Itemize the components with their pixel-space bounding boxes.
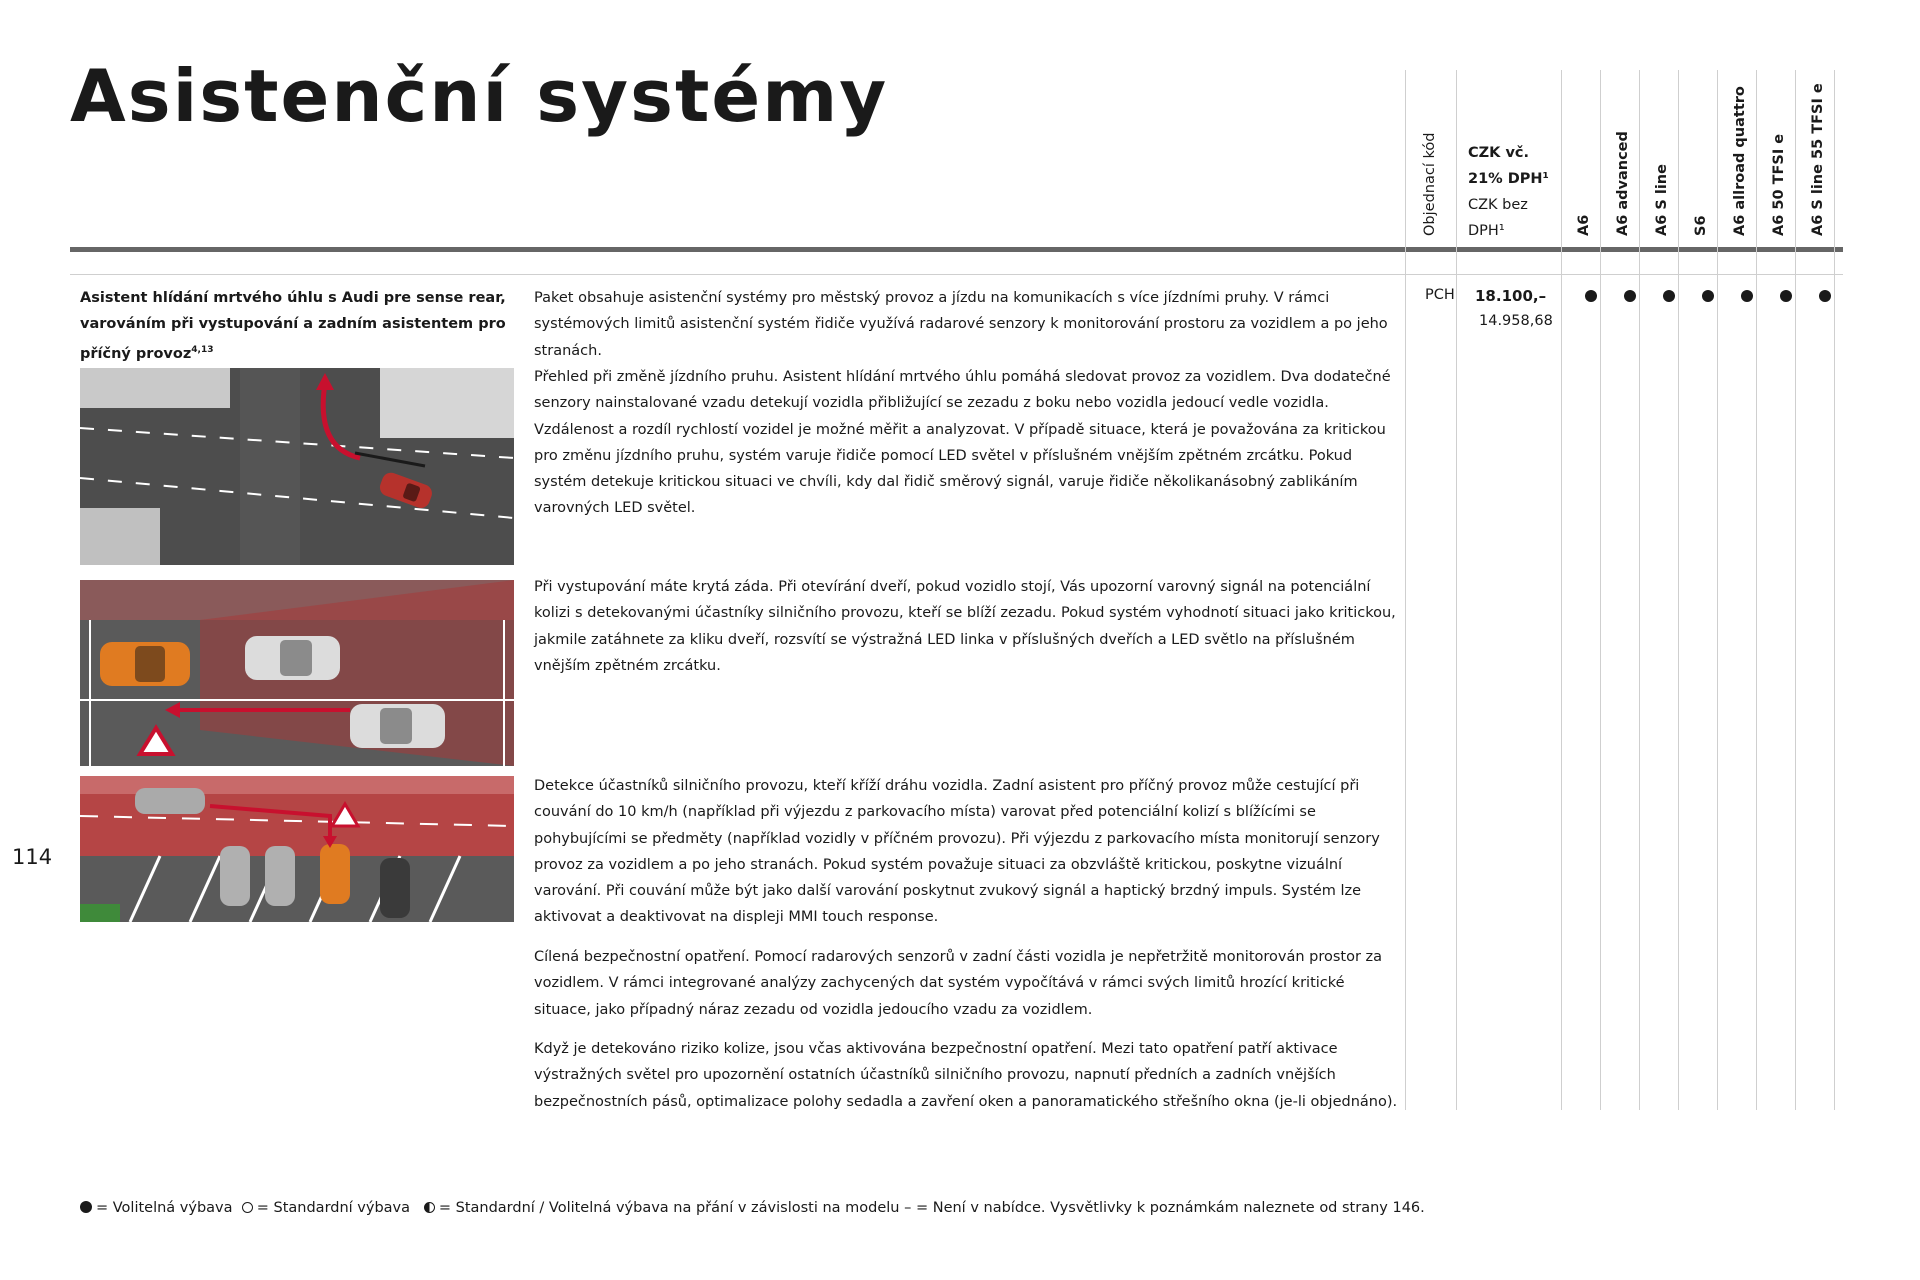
row-rule xyxy=(70,274,1843,275)
optional-icon xyxy=(80,1201,92,1213)
column-divider xyxy=(1834,70,1835,1110)
column-divider xyxy=(1756,70,1757,1110)
column-divider xyxy=(1717,70,1718,1110)
availability-dot xyxy=(1624,290,1636,302)
price-incl-vat-label: CZK vč. 21% DPH¹ xyxy=(1468,145,1549,187)
footnote-ref: 4,13 xyxy=(191,345,214,355)
model-label: A6 S line 55 TFSI e xyxy=(1809,83,1826,236)
model-label: A6 advanced xyxy=(1614,131,1631,236)
legend-mixed: = Standardní / Volitelná výbava na přání… xyxy=(438,1200,900,1216)
page-number: 114 xyxy=(12,845,53,869)
header-model-2: A6 S line xyxy=(1650,70,1689,240)
model-label: S6 xyxy=(1692,215,1709,236)
header-rule xyxy=(70,247,1843,252)
availability-dot xyxy=(1780,290,1792,302)
column-divider xyxy=(1678,70,1679,1110)
page-title: Asistenční systémy xyxy=(70,54,889,138)
legend-standard: = Standardní výbava xyxy=(256,1200,411,1216)
description-paragraph: Když je detekováno riziko kolize, jsou v… xyxy=(534,1041,1398,1110)
header-model-3: S6 xyxy=(1689,70,1728,240)
order-code: PCH xyxy=(1425,287,1455,303)
availability-dot xyxy=(1663,290,1675,302)
legend-optional: = Volitelná výbava xyxy=(96,1200,233,1216)
model-label: A6 xyxy=(1575,214,1592,236)
standard-icon xyxy=(241,1202,253,1213)
column-divider xyxy=(1795,70,1796,1110)
model-label: A6 S line xyxy=(1653,164,1670,236)
header-model-1: A6 advanced xyxy=(1611,70,1650,240)
availability-dot xyxy=(1585,290,1597,302)
header-model-5: A6 50 TFSI e xyxy=(1767,70,1806,240)
mixed-icon xyxy=(423,1202,435,1213)
column-divider xyxy=(1561,70,1562,1110)
availability-dot xyxy=(1819,290,1831,302)
header-model-0: A6 xyxy=(1572,70,1611,240)
order-code-label: Objednací kód xyxy=(1422,132,1438,236)
availability-dot xyxy=(1741,290,1753,302)
legend: = Volitelná výbava = Standardní výbava =… xyxy=(80,1200,1425,1216)
price-excl-vat: 14.958,68 xyxy=(1479,313,1553,329)
header-model-4: A6 allroad quattro xyxy=(1728,70,1767,240)
availability-dot xyxy=(1702,290,1714,302)
description-paragraph: Přehled při změně jízdního pruhu. Asiste… xyxy=(534,369,1391,517)
column-divider xyxy=(1456,70,1457,1110)
description-paragraph: Cílená bezpečnostní opatření. Pomocí rad… xyxy=(534,949,1383,1018)
column-divider xyxy=(1600,70,1601,1110)
header-price: CZK vč. 21% DPH¹ CZK bez DPH¹ xyxy=(1468,140,1568,244)
legend-unavailable: – = Není v nabídce. Vysvětlivky k poznám… xyxy=(904,1200,1425,1216)
price-incl-vat: 18.100,– xyxy=(1475,287,1547,305)
model-label: A6 50 TFSI e xyxy=(1770,133,1787,236)
cross-traffic-illustration xyxy=(80,776,514,922)
exit-warning-illustration xyxy=(80,580,514,766)
column-divider xyxy=(1405,70,1406,1110)
column-divider xyxy=(1639,70,1640,1110)
feature-name: Asistent hlídání mrtvého úhlu s Audi pre… xyxy=(80,285,520,367)
lane-change-illustration xyxy=(80,368,514,565)
description-paragraph: Paket obsahuje asistenční systémy pro mě… xyxy=(534,290,1388,359)
description-paragraph: Detekce účastníků silničního provozu, kt… xyxy=(534,778,1380,926)
feature-name-text: Asistent hlídání mrtvého úhlu s Audi pre… xyxy=(80,290,506,362)
model-label: A6 allroad quattro xyxy=(1731,86,1748,236)
description-paragraph: Při vystupování máte krytá záda. Při ote… xyxy=(534,579,1396,674)
header-model-6: A6 S line 55 TFSI e xyxy=(1806,70,1845,240)
price-excl-vat-label: CZK bez DPH¹ xyxy=(1468,197,1528,239)
